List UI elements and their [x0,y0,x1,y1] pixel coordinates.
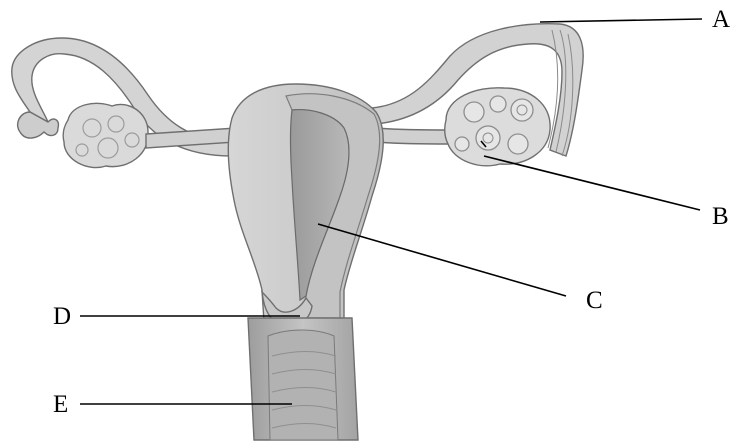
label-a: A [712,6,730,33]
leader-line-c [318,224,566,296]
left-ovary [63,103,148,167]
right-ovarian-ligament [376,128,448,144]
label-b: B [712,203,729,230]
label-c: C [586,287,603,314]
leader-line-a [540,19,702,22]
vagina [248,318,358,440]
label-d: D [53,303,71,330]
right-ovary [445,88,550,166]
label-e: E [53,391,68,418]
leader-line-b [484,156,700,210]
